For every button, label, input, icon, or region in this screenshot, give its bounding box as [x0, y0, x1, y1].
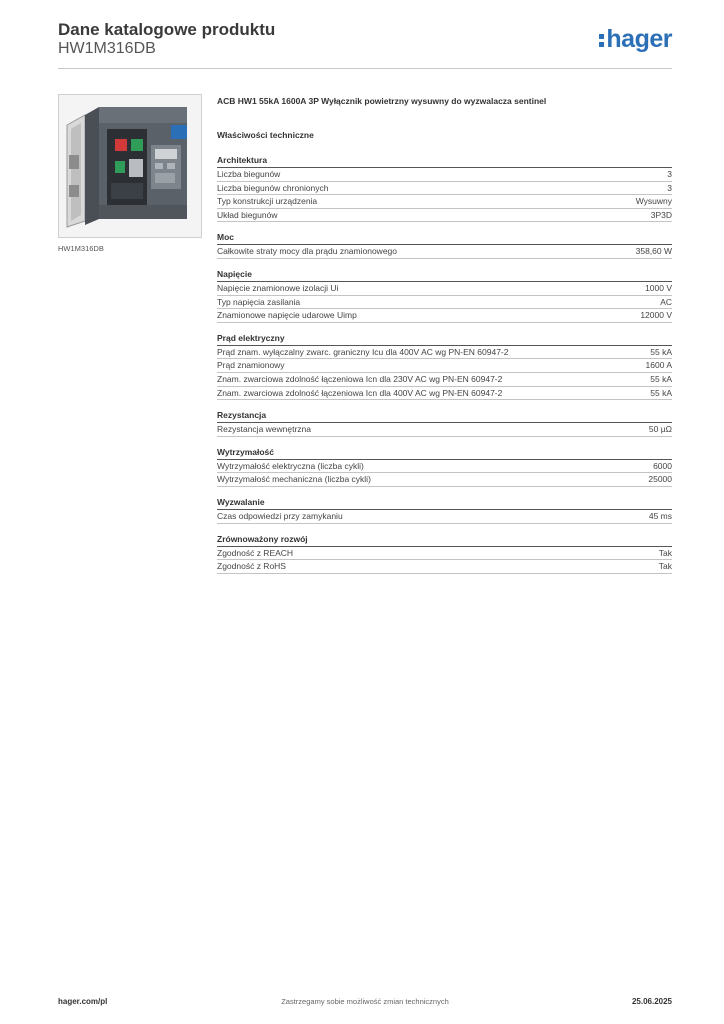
hager-logo: hager	[599, 26, 672, 52]
spec-label: Zgodność z REACH	[217, 547, 294, 558]
spec-row: Typ konstrukcji urządzenia Wysuwny	[217, 195, 672, 209]
spec-row: Liczba biegunów 3	[217, 168, 672, 182]
logo-text: hager	[606, 25, 672, 53]
spec-value: 3P3D	[650, 209, 672, 220]
specification-content: ACB HW1 55kA 1600A 3P Wyłącznik powietrz…	[217, 95, 672, 583]
spec-value: 50 µΩ	[648, 424, 672, 435]
air-circuit-breaker-icon	[59, 95, 201, 237]
spec-row: Układ biegunów 3P3D	[217, 209, 672, 223]
spec-label: Prąd znamionowy	[217, 360, 285, 371]
spec-value: 358,60 W	[635, 246, 672, 257]
spec-label: Rezystancja wewnętrzna	[217, 424, 312, 435]
spec-row: Typ napięcia zasilania AC	[217, 296, 672, 310]
section-title: Wyzwalanie	[217, 496, 672, 510]
spec-row: Zgodność z RoHS Tak	[217, 560, 672, 574]
spec-label: Liczba biegunów	[217, 169, 281, 179]
spec-row: Znam. zwarciowa zdolność łączeniowa Icn …	[217, 387, 672, 401]
spec-value: 55 kA	[650, 373, 672, 384]
spec-label: Napięcie znamionowe izolacji Ui	[217, 282, 339, 293]
document-title: Dane katalogowe produktu	[58, 20, 276, 39]
spec-value: 1600 A	[645, 360, 672, 371]
spec-row: Prąd znamionowy 1600 A	[217, 359, 672, 373]
spec-row: Całkowite straty mocy dla prądu znamiono…	[217, 245, 672, 259]
product-image	[58, 94, 202, 238]
spec-row: Zgodność z REACH Tak	[217, 547, 672, 561]
spec-value: 12000 V	[640, 310, 672, 321]
section-title: Napięcie	[217, 268, 672, 282]
spec-value: Tak	[658, 561, 672, 572]
spec-label: Liczba biegunów chronionych	[217, 182, 329, 193]
footer-date: 25.06.2025	[631, 997, 672, 1006]
section-title: Prąd elektryczny	[217, 332, 672, 346]
spec-label: Zgodność z RoHS	[217, 561, 286, 572]
section-title: Moc	[217, 231, 672, 246]
spec-value: AC	[660, 296, 672, 307]
spec-value: Wysuwny	[635, 196, 672, 207]
spec-label: Znam. zwarciowa zdolność łączeniowa Icn …	[217, 373, 503, 384]
spec-label: Typ konstrukcji urządzenia	[217, 196, 318, 207]
spec-label: Znam. zwarciowa zdolność łączeniowa Icn …	[217, 387, 503, 398]
spec-label: Typ napięcia zasilania	[217, 296, 301, 307]
product-code: HW1M316DB	[58, 40, 156, 57]
spec-label: Prąd znam. wyłączalny zwarc. graniczny I…	[217, 346, 509, 357]
footer-disclaimer: Zastrzegamy sobie możliwość zmian techni…	[281, 997, 449, 1006]
spec-label: Układ biegunów	[217, 209, 278, 220]
spec-label: Znamionowe napięcie udarowe Uimp	[217, 310, 357, 321]
spec-row: Znamionowe napięcie udarowe Uimp 12000 V	[217, 309, 672, 323]
spec-value: 1000 V	[645, 282, 672, 293]
spec-row: Rezystancja wewnętrzna 50 µΩ	[217, 423, 672, 437]
spec-row: Znam. zwarciowa zdolność łączeniowa Icn …	[217, 373, 672, 387]
section-title: Architektura	[217, 154, 672, 168]
spec-row: Czas odpowiedzi przy zamykaniu 45 ms	[217, 510, 672, 524]
spec-label: Całkowite straty mocy dla prądu znamiono…	[217, 246, 398, 257]
section-title: Rezystancja	[217, 409, 672, 424]
spec-value: 3	[667, 182, 672, 193]
header-divider	[58, 68, 672, 69]
section-title: Zrównoważony rozwój	[217, 533, 672, 547]
spec-value: 55 kA	[650, 346, 672, 357]
spec-value: 3	[667, 169, 672, 179]
spec-row: Liczba biegunów chronionych 3	[217, 182, 672, 196]
spec-label: Czas odpowiedzi przy zamykaniu	[217, 510, 343, 521]
spec-value: 45 ms	[648, 510, 672, 521]
spec-value: 6000	[653, 460, 672, 471]
page-header: Dane katalogowe produktu HW1M316DB hager	[58, 20, 672, 70]
spec-value: 25000	[648, 474, 672, 485]
spec-value: Tak	[658, 547, 672, 558]
product-description: ACB HW1 55kA 1600A 3P Wyłącznik powietrz…	[217, 96, 547, 106]
image-caption: HW1M316DB	[58, 244, 104, 253]
logo-colon-icon	[599, 30, 605, 48]
spec-value: 55 kA	[650, 387, 672, 398]
spec-row: Wytrzymałość mechaniczna (liczba cykli) 2…	[217, 473, 672, 487]
spec-row: Wytrzymałość elektryczna (liczba cykli) 6…	[217, 460, 672, 474]
spec-row: Prąd znam. wyłączalny zwarc. graniczny I…	[217, 346, 672, 360]
footer-website-link[interactable]: hager.com/pl	[58, 997, 108, 1006]
spec-row: Napięcie znamionowe izolacji Ui 1000 V	[217, 282, 672, 296]
section-title: Wytrzymałość	[217, 446, 672, 460]
spec-label: Wytrzymałość mechaniczna (liczba cykli)	[217, 474, 371, 485]
spec-label: Wytrzymałość elektryczna (liczba cykli)	[217, 460, 364, 471]
technical-properties-heading: Właściwości techniczne	[217, 130, 314, 140]
page-footer: hager.com/pl Zastrzegamy sobie możliwość…	[58, 997, 672, 1011]
